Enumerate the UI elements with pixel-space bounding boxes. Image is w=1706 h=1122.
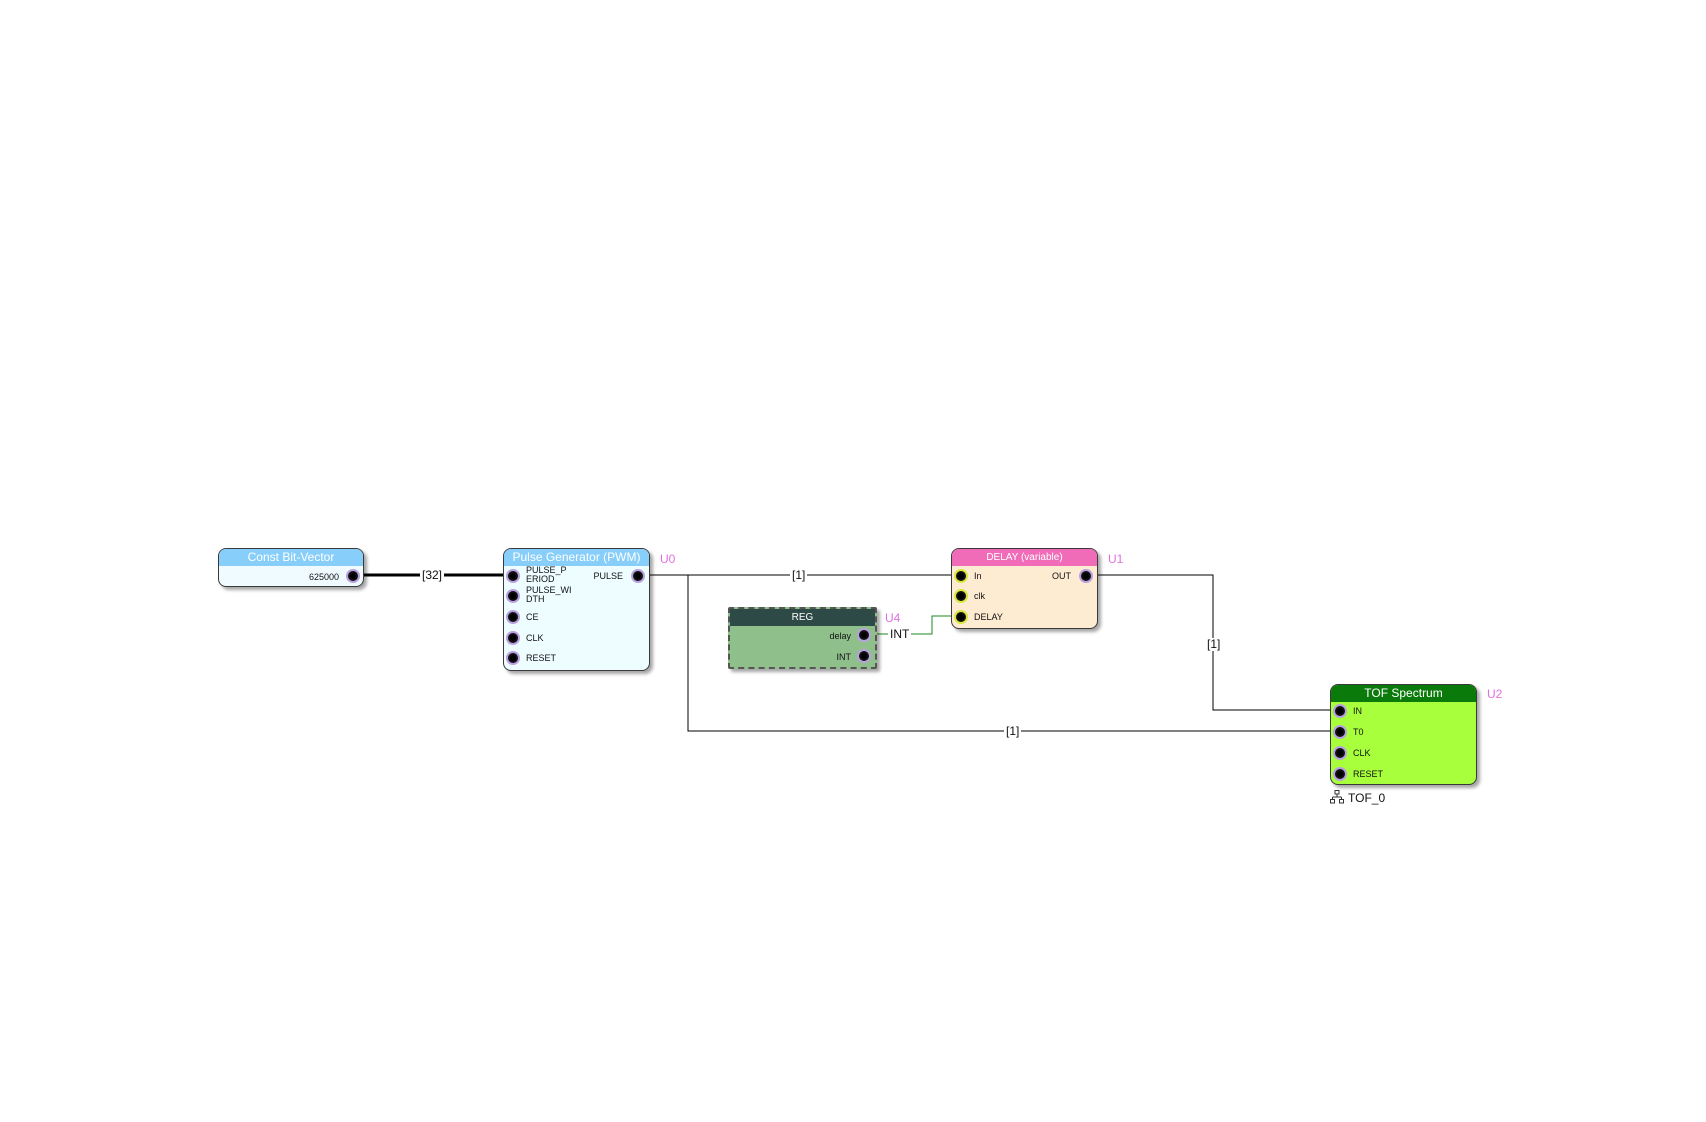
pulse-width-port[interactable] — [506, 589, 520, 603]
tof-block-title: TOF Spectrum — [1331, 685, 1476, 702]
delay-instance-label: U1 — [1108, 552, 1124, 566]
delay-clk-port[interactable] — [954, 589, 968, 603]
delay-delay-label: DELAY — [974, 612, 1003, 622]
pulse-block-title: Pulse Generator (PWM) — [504, 549, 649, 566]
pulse-clk-label: CLK — [526, 633, 544, 643]
tof-spectrum-block[interactable]: TOF Spectrum IN T0 CLK RESET — [1330, 684, 1477, 785]
delay-out-port[interactable] — [1079, 569, 1093, 583]
reg-block-title: REG — [730, 609, 875, 626]
tof-t0-label: T0 — [1353, 727, 1364, 737]
const-bit-vector-block[interactable]: Const Bit-Vector 625000 — [218, 548, 364, 587]
pulse-generator-block[interactable]: Pulse Generator (PWM) PULSE_P ERIOD PULS… — [503, 548, 650, 671]
delay-clk-label: clk — [974, 591, 985, 601]
tof-t0-port[interactable] — [1333, 725, 1347, 739]
delay-delay-port[interactable] — [954, 610, 968, 624]
pulse-instance-label: U0 — [660, 552, 676, 566]
wire-label-pulse-tof: [1] — [1004, 724, 1022, 738]
pulse-output-port[interactable] — [631, 569, 645, 583]
const-block-title: Const Bit-Vector — [219, 549, 363, 566]
wire-label-bus32: [32] — [420, 568, 445, 582]
wire-label-delay-tof: [1] — [1205, 637, 1223, 651]
reg-instance-label: U4 — [885, 611, 901, 625]
tof-in-label: IN — [1353, 706, 1362, 716]
pulse-output-label: PULSE — [593, 571, 623, 581]
wire-label-reg-delay: INT — [888, 627, 912, 641]
pulse-reset-port[interactable] — [506, 651, 520, 665]
delay-block-title: DELAY (variable) — [952, 549, 1097, 566]
pulse-width-label-1: PULSE_WI — [526, 585, 572, 595]
delay-block[interactable]: DELAY (variable) In clk DELAY OUT — [951, 548, 1098, 629]
pulse-ce-port[interactable] — [506, 610, 520, 624]
delay-in-label: In — [974, 571, 982, 581]
pulse-width-label-2: DTH — [526, 594, 545, 604]
pulse-ce-label: CE — [526, 612, 539, 622]
delay-out-label: OUT — [1052, 571, 1071, 581]
tof-hierarchy-name[interactable]: TOF_0 — [1348, 791, 1386, 805]
pulse-period-port[interactable] — [506, 569, 520, 583]
tof-clk-port[interactable] — [1333, 746, 1347, 760]
tof-clk-label: CLK — [1353, 748, 1371, 758]
pulse-reset-label: RESET — [526, 653, 557, 663]
pulse-period-label-1: PULSE_P — [526, 565, 567, 575]
hierarchy-icon — [1330, 790, 1344, 804]
reg-block[interactable]: REG delay INT — [728, 607, 877, 669]
wire-pulse-to-tof[interactable] — [687, 575, 1340, 732]
delay-in-port[interactable] — [954, 569, 968, 583]
reg-int-label: INT — [836, 652, 852, 662]
wire-label-pulse-delay: [1] — [790, 568, 808, 582]
pulse-clk-port[interactable] — [506, 631, 520, 645]
const-value-label: 625000 — [308, 572, 339, 582]
reg-int-port[interactable] — [857, 649, 871, 663]
tof-in-port[interactable] — [1333, 704, 1347, 718]
reg-delay-port[interactable] — [857, 628, 871, 642]
wire-reg-to-delay[interactable] — [870, 615, 961, 635]
reg-delay-label: delay — [829, 631, 851, 641]
tof-instance-label: U2 — [1487, 687, 1503, 701]
tof-reset-port[interactable] — [1333, 767, 1347, 781]
pulse-period-label-2: ERIOD — [526, 574, 555, 584]
tof-reset-label: RESET — [1353, 769, 1384, 779]
const-output-port[interactable] — [346, 569, 360, 583]
